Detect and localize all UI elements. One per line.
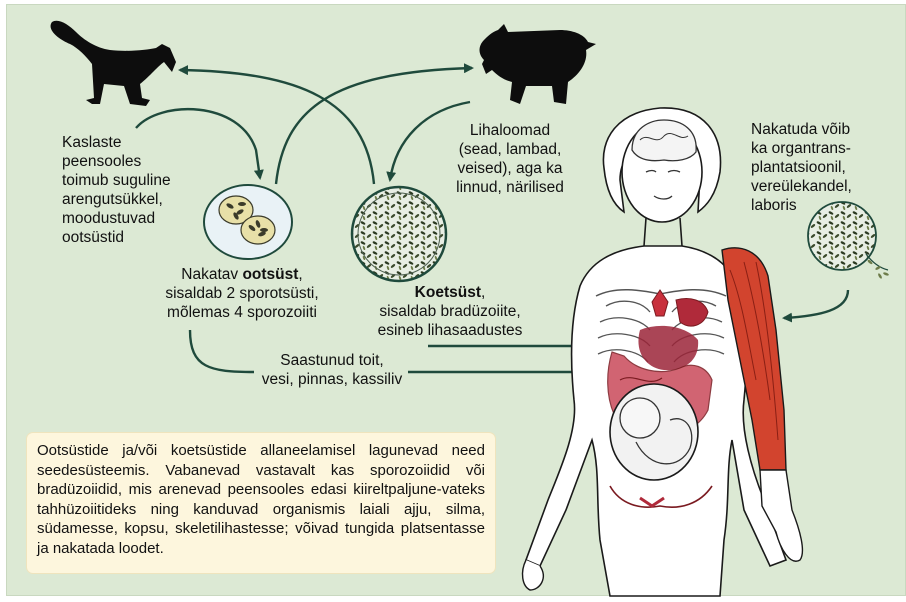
pig-icon: [480, 24, 597, 104]
fetus-shape: [610, 384, 698, 480]
oocyst-illustration: [204, 185, 292, 259]
oocyst-prefix: Nakatav: [181, 266, 242, 283]
oocyst-details: sisaldab 2 sporotsüsti, mõlemas 4 sporoz…: [165, 285, 318, 321]
oocyst-suffix: ,: [298, 266, 302, 283]
tissue-cyst-details: sisaldab bradüzoiite, esineb lihasaadust…: [378, 303, 523, 339]
oocyst-label: Nakatav ootsüst, sisaldab 2 sporotsüsti, …: [134, 265, 350, 322]
feline-cycle-text: Kaslaste peensooles toimub suguline aren…: [62, 133, 171, 247]
tissue-cyst-term: Koetsüst: [415, 284, 481, 301]
arrow-oocyst-to-human: [190, 330, 254, 372]
tissue-cyst-suffix: ,: [481, 284, 485, 301]
tissue-cyst-label: Koetsüst, sisaldab bradüzoiite, esineb li…: [350, 283, 550, 340]
contamination-text: Saastunud toit, vesi, pinnas, kassiliv: [247, 351, 417, 389]
description-text: Ootsüstide ja/või koetsüstide allaneelam…: [27, 433, 495, 558]
cat-icon: [51, 21, 176, 106]
transplant-text: Nakatuda võib ka organtrans- plantatsioo…: [751, 120, 852, 215]
arrow-transplant-to-human: [784, 290, 848, 318]
description-box: Ootsüstide ja/või koetsüstide allaneelam…: [27, 433, 495, 573]
tissue-cyst-illustration: [352, 187, 446, 281]
arrow-oocyst-to-pig: [276, 68, 472, 184]
arrow-tissuecyst-to-cat: [180, 70, 374, 184]
oocyst-term: ootsüst: [242, 266, 298, 283]
intermediate-hosts-text: Lihaloomad (sead, lambad, veised), aga k…: [444, 121, 576, 197]
